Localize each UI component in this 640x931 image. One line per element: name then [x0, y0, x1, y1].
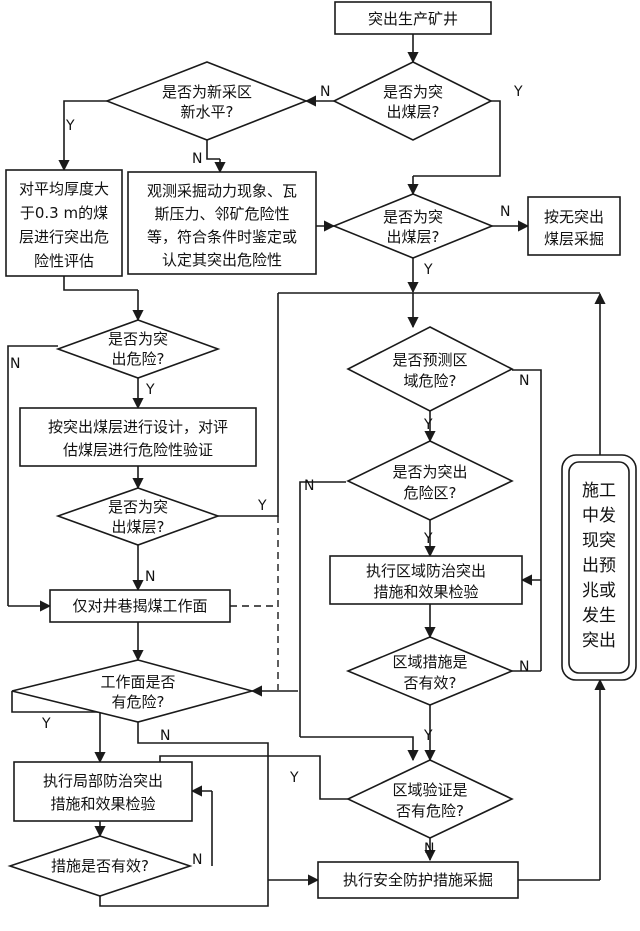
- sb-line2: 中发: [582, 506, 616, 526]
- label-n-d3: N: [145, 569, 155, 585]
- pr-line2: 措施和效果检验: [373, 583, 478, 601]
- label-y-dpr: Y: [423, 417, 433, 433]
- label-y-dvd: Y: [289, 770, 299, 786]
- dfd-line2: 有危险?: [112, 693, 165, 711]
- decision-new-area: 是否为新采区 新水平?: [104, 61, 309, 141]
- pn-line2: 煤层采掘: [544, 230, 604, 248]
- sb-line1: 施工: [582, 481, 616, 501]
- dna-line2: 新水平?: [181, 103, 234, 121]
- decision-outburst-seam-2: 是否为突 出煤层?: [331, 193, 495, 259]
- label-y-dd: Y: [145, 382, 155, 398]
- d2-line2: 出煤层?: [387, 228, 440, 246]
- label-y-d1: Y: [513, 84, 523, 100]
- label-n-dfd: N: [160, 728, 170, 744]
- decision-face-danger: 工作面是否 有危险?: [11, 659, 256, 723]
- edge-labels: N Y Y N N Y N Y Y N N Y N Y N Y Y N Y N …: [10, 84, 529, 868]
- side-box: 施工 中发 现突 出预 兆或 发生 突出: [561, 454, 637, 681]
- process-observe: 观测采掘动力现象、瓦 斯压力、邻矿危险性 等，符合条件时鉴定或 认定其突出危险性: [127, 171, 317, 275]
- pe-line1: 对平均厚度大: [19, 180, 109, 198]
- decision-danger-zone: 是否为突出 危险区?: [346, 440, 514, 521]
- dvd-line1: 区域验证是: [392, 781, 467, 799]
- label-n-dna: N: [192, 151, 202, 167]
- dvd-line2: 否有危险?: [396, 802, 464, 820]
- pl-line2: 措施和效果检验: [50, 795, 155, 813]
- process-evaluate: 对平均厚度大 于0.3 m的煤 层进行突出危 险性评估: [5, 169, 123, 277]
- start-label: 突出生产矿井: [368, 10, 458, 28]
- pf-label: 仅对井巷揭煤工作面: [72, 597, 207, 615]
- label-n-dpr: N: [519, 373, 529, 389]
- sb-line3: 现突: [582, 531, 616, 551]
- decision-outburst-seam-1: 是否为突 出煤层?: [332, 61, 493, 141]
- decision-measures-effective: 措施是否有效?: [7, 835, 193, 897]
- node-start: 突出生产矿井: [334, 1, 492, 35]
- label-n-d2: N: [500, 204, 510, 220]
- dfd-line1: 工作面是否: [100, 673, 175, 691]
- decision-verify-danger: 区域验证是 否有危险?: [346, 759, 514, 839]
- label-n-d1: N: [320, 84, 330, 100]
- process-safety: 执行安全防护措施采掘: [317, 861, 519, 899]
- label-y-ddz: Y: [423, 531, 433, 547]
- po-line3: 等，符合条件时鉴定或: [147, 228, 297, 246]
- pl-line1: 执行局部防治突出: [43, 772, 163, 790]
- process-design: 按突出煤层进行设计，对评 估煤层进行危险性验证: [19, 407, 257, 467]
- decision-outburst-seam-3: 是否为突 出煤层?: [55, 487, 221, 546]
- sb-line5: 兆或: [582, 581, 616, 601]
- label-y-d3: Y: [257, 498, 267, 514]
- label-n-dvd: N: [424, 841, 434, 857]
- label-n-dd: N: [10, 356, 20, 372]
- pn-line1: 按无突出: [544, 208, 604, 226]
- label-y-d2: Y: [423, 262, 433, 278]
- sb-line6: 发生: [582, 606, 616, 626]
- dd-line2: 出危险?: [112, 350, 165, 368]
- pd-line1: 按突出煤层进行设计，对评: [48, 418, 228, 436]
- d3-line2: 出煤层?: [112, 518, 165, 536]
- pd-line2: 估煤层进行危险性验证: [63, 441, 213, 459]
- label-n-dme: N: [192, 852, 202, 868]
- dpr-line2: 域危险?: [404, 372, 457, 390]
- pe-line3: 层进行突出危: [19, 228, 109, 246]
- ddz-line2: 危险区?: [404, 484, 457, 502]
- decision-region-effective: 区域措施是 否有效?: [345, 636, 515, 706]
- process-face-only: 仅对井巷揭煤工作面: [49, 589, 231, 623]
- dre-line2: 否有效?: [404, 674, 457, 692]
- d1-line1: 是否为突: [383, 83, 443, 101]
- po-line2: 斯压力、邻矿危险性: [154, 205, 289, 223]
- dna-line1: 是否为新采区: [162, 83, 252, 101]
- process-no-outburst: 按无突出 煤层采掘: [527, 196, 621, 256]
- dme-label: 措施是否有效?: [51, 857, 149, 875]
- sb-line7: 突出: [582, 631, 616, 651]
- decision-outburst-danger: 是否为突 出危险?: [55, 319, 221, 379]
- pe-line2: 于0.3 m的煤: [20, 204, 108, 222]
- po-line4: 认定其突出危险性: [162, 251, 282, 269]
- d1-line2: 出煤层?: [387, 103, 440, 121]
- dd-line1: 是否为突: [108, 330, 168, 348]
- dpr-line1: 是否预测区: [392, 351, 467, 369]
- label-y-dna: Y: [65, 118, 75, 134]
- label-n-dre: N: [519, 659, 529, 675]
- sb-line4: 出预: [582, 556, 616, 576]
- pe-line4: 险性评估: [34, 252, 94, 270]
- dre-line1: 区域措施是: [392, 653, 467, 671]
- label-n-ddz: N: [304, 478, 314, 494]
- pr-line1: 执行区域防治突出: [366, 562, 486, 580]
- connectors: [7, 34, 606, 907]
- d3-line1: 是否为突: [108, 498, 168, 516]
- d2-line1: 是否为突: [383, 208, 443, 226]
- process-local-measures: 执行局部防治突出 措施和效果检验: [13, 761, 193, 822]
- ps-label: 执行安全防护措施采掘: [343, 871, 493, 889]
- decision-predict-region: 是否预测区 域危险?: [346, 326, 514, 412]
- process-region-measures: 执行区域防治突出 措施和效果检验: [329, 555, 523, 605]
- ddz-line1: 是否为突出: [392, 463, 467, 481]
- label-y-dre: Y: [423, 728, 433, 744]
- label-y-dfd: Y: [41, 716, 51, 732]
- po-line1: 观测采掘动力现象、瓦: [147, 182, 297, 200]
